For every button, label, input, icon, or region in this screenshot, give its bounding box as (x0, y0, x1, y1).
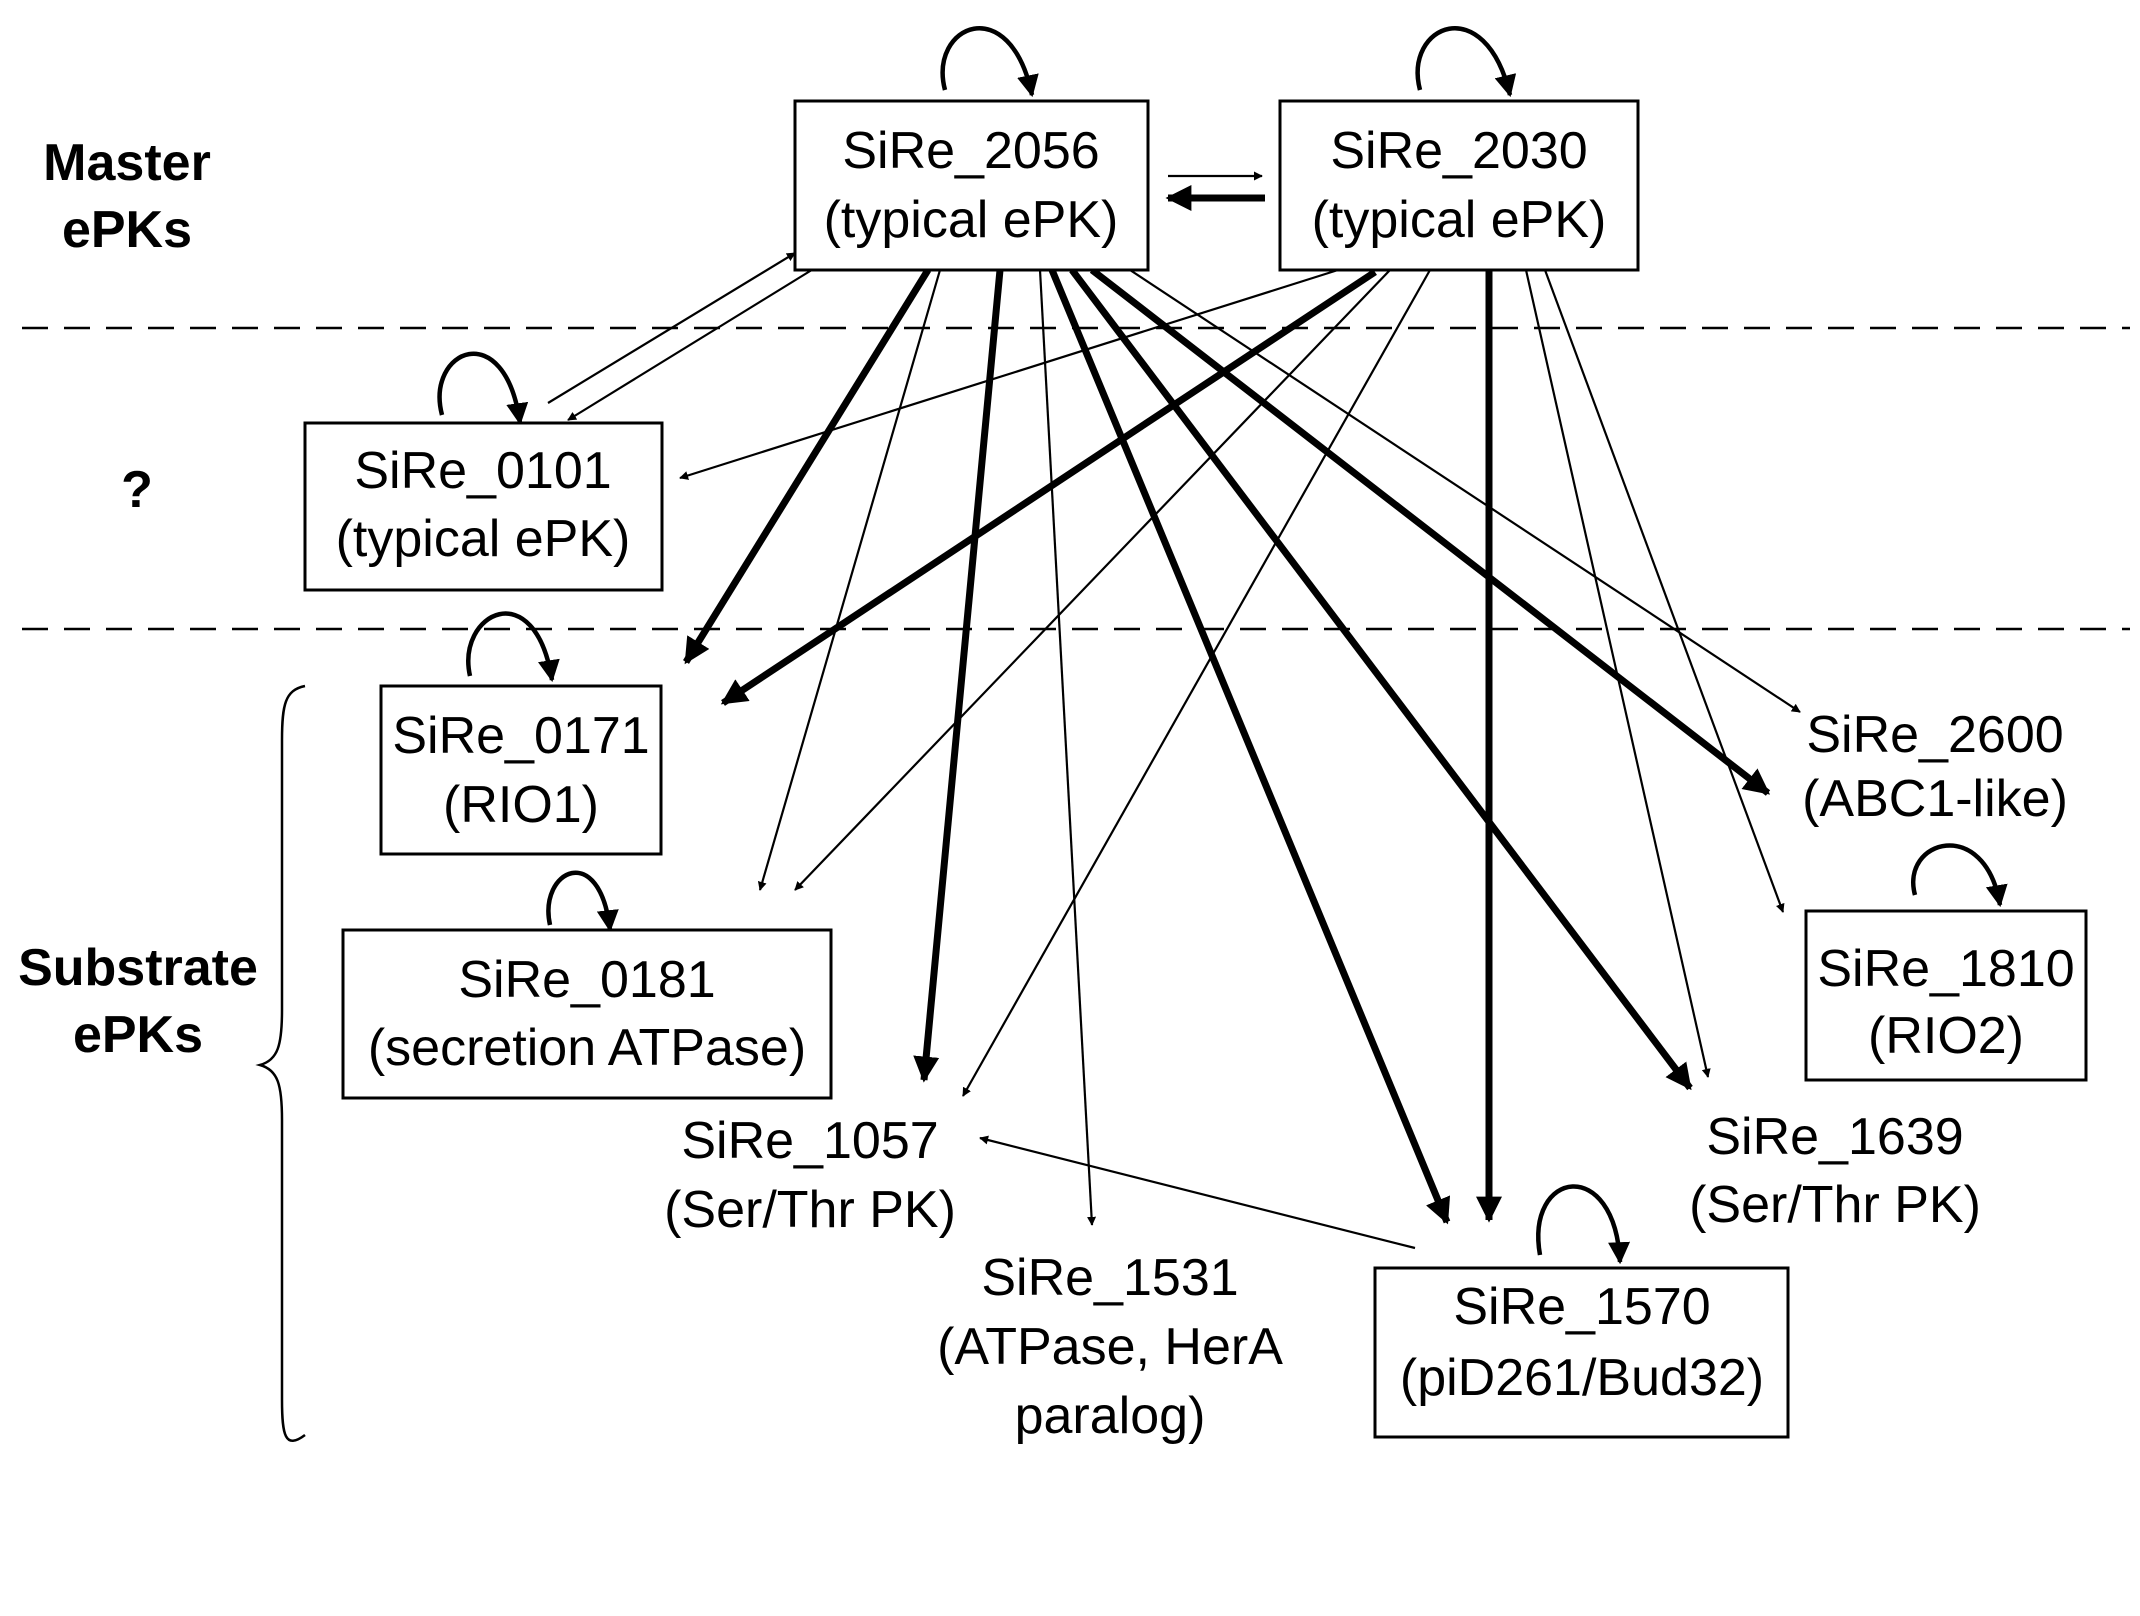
node-sire-2600: SiRe_2600 (ABC1-like) (1802, 706, 2068, 828)
node-box (1373, 1266, 1790, 1439)
substrate-brace (255, 684, 306, 1442)
self-loop-2030 (1415, 26, 1517, 98)
edge-2030-to-1810 (1543, 269, 1785, 913)
self-loop-0171 (466, 611, 560, 683)
node-box (379, 684, 663, 856)
tier-label-substrate-2: ePKs (73, 1006, 203, 1064)
node-id: SiRe_1531 (981, 1249, 1238, 1307)
node-sire-1057: SiRe_1057 (Ser/Thr PK) (664, 1112, 956, 1239)
node-box (341, 928, 833, 1100)
node-id: SiRe_1057 (681, 1112, 938, 1170)
self-loop-1810 (1911, 843, 2008, 908)
node-desc: (RIO1) (443, 776, 599, 834)
self-loops (437, 26, 2008, 1265)
edge-2030-to-1057 (962, 269, 1431, 1097)
node-desc: (Ser/Thr PK) (1689, 1176, 1981, 1234)
edge-1570-to-1057 (979, 1135, 1416, 1250)
node-sire-1810: SiRe_1810 (RIO2) (1804, 909, 2088, 1082)
node-box (303, 421, 664, 592)
thick-edges (683, 185, 1771, 1225)
self-loop-2056 (940, 26, 1039, 98)
node-desc: (piD261/Bud32) (1400, 1349, 1764, 1407)
edge-2056-to-2600 (1129, 269, 1801, 713)
node-desc: (ABC1-like) (1802, 770, 2068, 828)
node-sire-0101: SiRe_0101 (typical ePK) (303, 421, 664, 592)
node-id: SiRe_0171 (392, 707, 649, 765)
node-box (793, 99, 1150, 272)
node-desc: (RIO2) (1868, 1007, 2024, 1065)
self-loop-0181 (546, 870, 619, 933)
node-box (1278, 99, 1640, 272)
node-sire-1639: SiRe_1639 (Ser/Thr PK) (1689, 1108, 1981, 1234)
node-id: SiRe_0101 (354, 442, 611, 500)
edge-2056-to-1570 (1048, 268, 1451, 1225)
node-id: SiRe_1570 (1453, 1278, 1710, 1336)
node-box (1804, 909, 2088, 1082)
node-sire-2030: SiRe_2030 (typical ePK) (1278, 99, 1640, 272)
node-desc-2: paralog) (1015, 1387, 1206, 1445)
edge-2056-to-0171 (683, 268, 931, 665)
self-loop-1570 (1536, 1184, 1631, 1265)
node-sire-0171: SiRe_0171 (RIO1) (379, 684, 663, 856)
edge-2056-to-0101 (567, 267, 816, 421)
node-desc: (secretion ATPase) (368, 1019, 806, 1077)
tier-label-substrate: Substrate (18, 939, 258, 997)
node-id: SiRe_2030 (1330, 122, 1587, 180)
edge-2030-to-0181 (794, 269, 1391, 891)
tier-label-master: Master (43, 134, 211, 192)
node-id: SiRe_1639 (1706, 1108, 1963, 1166)
tier-label-master-2: ePKs (62, 201, 192, 259)
node-sire-1531: SiRe_1531 (ATPase, HerA paralog) (937, 1249, 1283, 1445)
edge-2056-to-0181 (757, 269, 942, 891)
node-id: SiRe_1810 (1817, 940, 2074, 998)
node-desc: (typical ePK) (824, 191, 1119, 249)
node-sire-2056: SiRe_2056 (typical ePK) (793, 99, 1150, 272)
node-sire-1570: SiRe_1570 (piD261/Bud32) (1373, 1266, 1790, 1439)
node-desc: (typical ePK) (336, 510, 631, 568)
edge-2056-to-1810 (1089, 267, 1771, 796)
edge-2030-to-0171 (720, 269, 1377, 706)
self-loop-0101 (437, 351, 529, 426)
edge-0101-to-2056 (547, 252, 796, 404)
node-sire-0181: SiRe_0181 (secretion ATPase) (341, 928, 833, 1100)
node-id: SiRe_0181 (458, 951, 715, 1009)
node-desc: (ATPase, HerA (937, 1318, 1283, 1376)
node-desc: (Ser/Thr PK) (664, 1181, 956, 1239)
edge-2056-to-1531 (1038, 269, 1097, 1226)
edge-2056-to-1639 (1069, 267, 1693, 1091)
node-id: SiRe_2600 (1806, 706, 2063, 764)
tier-label-unknown: ? (121, 461, 153, 519)
node-desc: (typical ePK) (1312, 191, 1607, 249)
edge-2030-to-0101 (679, 268, 1339, 480)
node-id: SiRe_2056 (842, 122, 1099, 180)
edge-2056-to-1057 (913, 269, 1004, 1083)
